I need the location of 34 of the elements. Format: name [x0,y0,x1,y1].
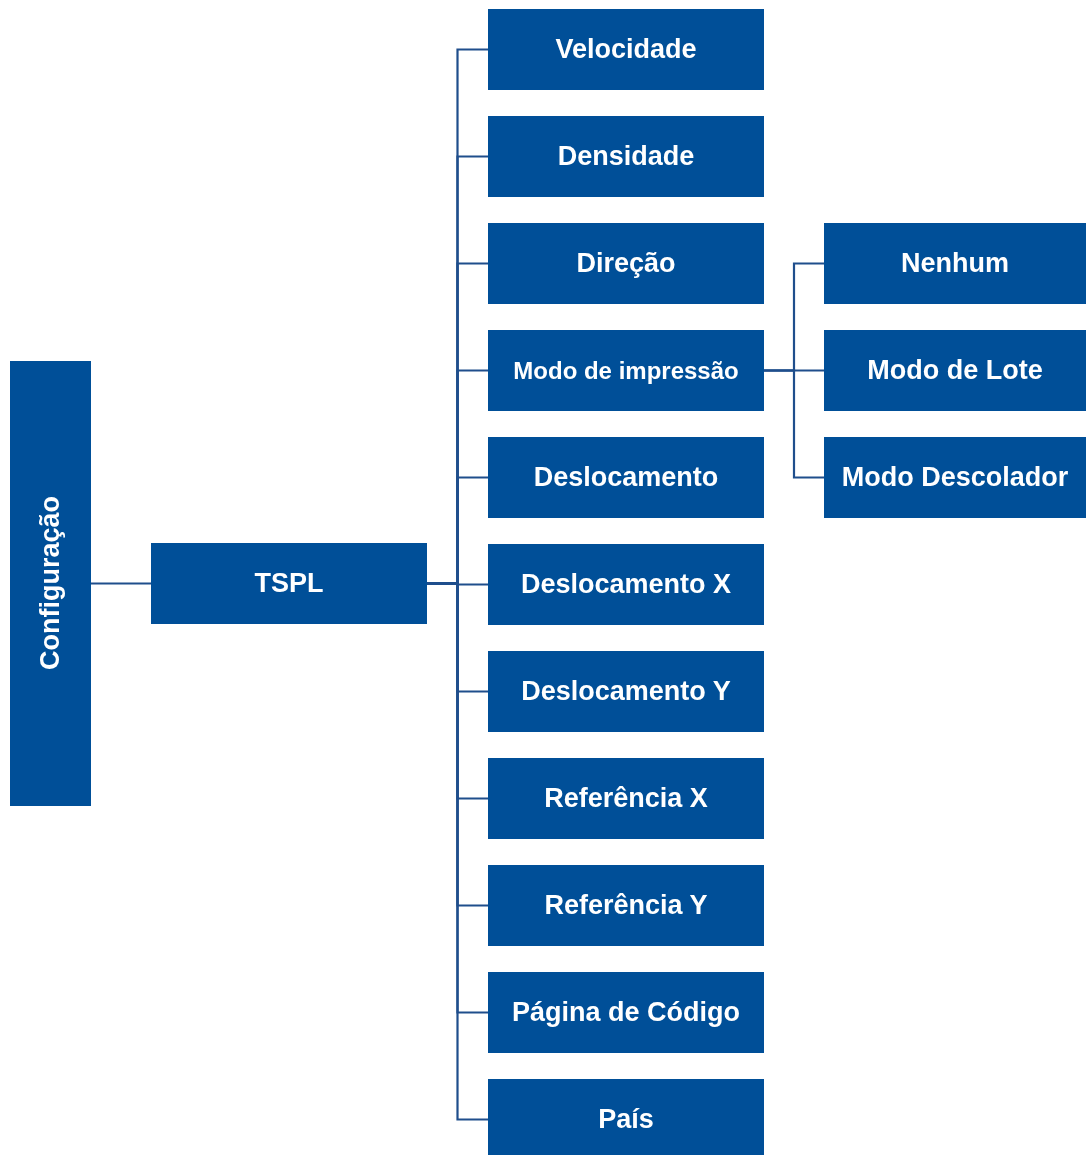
category-box [488,865,764,946]
box-label: Nenhum [901,248,1009,279]
box-label: Modo de Lote [867,355,1043,386]
box-label: Página de Código [512,997,740,1028]
category-box [488,9,764,90]
category-box [488,651,764,732]
box-label: Configuração [35,496,66,671]
category-box [488,758,764,839]
connector-line [764,369,824,479]
box-label: Deslocamento Y [521,676,731,707]
vertical-box [10,361,91,806]
box-label: Deslocamento [533,462,719,493]
category-box [488,437,764,518]
category-box [488,1079,764,1155]
category-box [488,330,764,411]
category-box [824,437,1086,518]
category-box [488,223,764,304]
box-label: TSPL [254,568,324,599]
box-label: Velocidade [555,34,697,65]
category-box [488,972,764,1053]
box-label: Modo Descolador [841,462,1069,493]
category-box [824,223,1086,304]
box-label: Referência X [544,783,708,814]
category-box [151,543,427,624]
box-label: Deslocamento X [520,569,732,600]
box-label: Direção [576,248,676,279]
category-box [488,544,764,625]
box-label: Referência Y [544,890,708,921]
box-label: Densidade [557,141,695,172]
category-box [488,116,764,197]
category-box [824,330,1086,411]
box-label: Modo de impressão [513,356,739,385]
box-label: País [598,1104,654,1135]
connector-line [91,582,151,585]
